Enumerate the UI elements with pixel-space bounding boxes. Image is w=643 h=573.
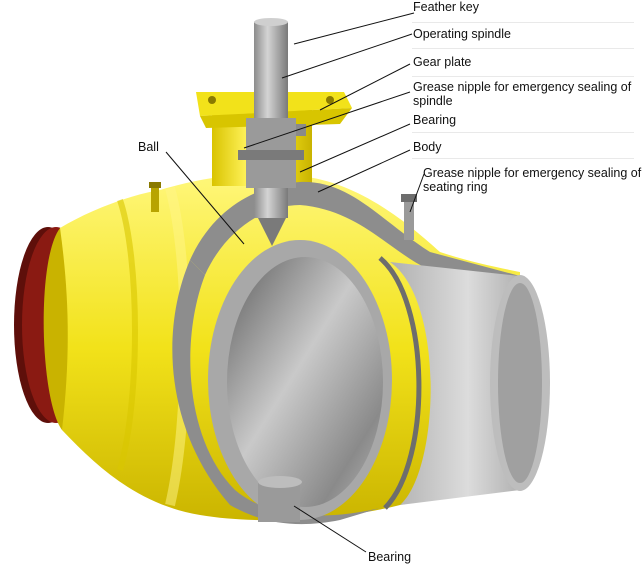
cut-section bbox=[172, 18, 550, 525]
label-bearing-top: Bearing bbox=[413, 113, 457, 127]
leader-gear-plate bbox=[319, 63, 411, 111]
leader-body bbox=[317, 149, 411, 193]
rule-4 bbox=[412, 132, 634, 133]
label-grease-seat-line2: seating ring bbox=[423, 180, 488, 194]
label-ball: Ball bbox=[138, 140, 159, 154]
leader-ball bbox=[165, 151, 245, 245]
leader-bearing-bottom bbox=[293, 505, 367, 553]
rule-5 bbox=[412, 158, 634, 159]
label-body: Body bbox=[413, 140, 442, 154]
label-grease-spindle-line1: Grease nipple for emergency sealing of bbox=[413, 80, 632, 94]
rule-2 bbox=[412, 48, 634, 49]
rule-3 bbox=[412, 76, 634, 77]
leader-grease-spindle bbox=[243, 91, 411, 149]
label-bearing-bottom: Bearing bbox=[368, 550, 412, 564]
leader-operating-spindle bbox=[281, 33, 413, 79]
label-grease-seat-line1: Grease nipple for emergency sealing of bbox=[423, 166, 642, 180]
leader-bearing-top bbox=[299, 123, 411, 173]
leader-lines bbox=[165, 12, 425, 553]
rule-1 bbox=[412, 22, 634, 23]
leader-grease-seat bbox=[409, 173, 425, 213]
label-grease-spindle-line2: spindle bbox=[413, 94, 453, 108]
label-gear-plate: Gear plate bbox=[413, 55, 472, 69]
label-operating-spindle: Operating spindle bbox=[413, 27, 511, 41]
label-feather-key: Feather key bbox=[413, 0, 480, 14]
leader-feather-key bbox=[293, 12, 415, 45]
